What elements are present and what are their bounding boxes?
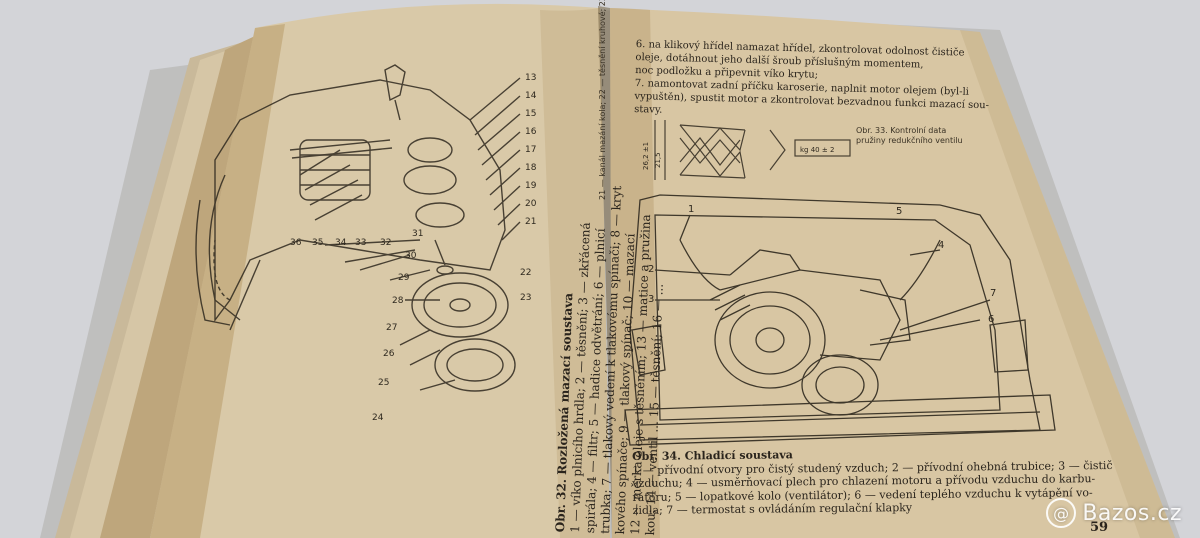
svg-text:33: 33: [355, 238, 366, 248]
svg-text:29: 29: [398, 273, 410, 283]
svg-text:27: 27: [386, 323, 397, 333]
svg-text:16: 16: [525, 127, 537, 137]
right-top-text: 6. na klikový hřídel namazat hřídel, zko…: [634, 38, 991, 125]
watermark-text: Bazos.cz: [1082, 500, 1182, 526]
fig-label-3: 3: [648, 294, 654, 305]
svg-text:32: 32: [380, 238, 391, 248]
svg-text:17: 17: [525, 145, 536, 155]
fig-label-6: 6: [988, 314, 994, 325]
svg-text:30: 30: [405, 251, 417, 261]
svg-text:26: 26: [383, 349, 395, 359]
svg-text:34: 34: [335, 238, 347, 248]
watermark: @ Bazos.cz: [1046, 498, 1182, 528]
fig-label-1: 1: [688, 204, 694, 215]
svg-text:14: 14: [525, 91, 537, 101]
oil-system-exploded-drawing: [195, 64, 521, 392]
svg-text:24: 24: [372, 413, 384, 423]
svg-text:22: 22: [520, 268, 531, 278]
right-caption-block: Obr. 34. Chladicí soustava 1 — přívodní …: [632, 445, 1113, 518]
spring-dim-b: 21,5: [654, 152, 662, 168]
fig-label-7: 7: [990, 288, 996, 299]
spring-caption: Obr. 33. Kontrolní data pružiny redukční…: [856, 126, 963, 146]
spring-caption-line: Obr. 33. Kontrolní data: [856, 126, 947, 135]
svg-text:25: 25: [378, 378, 389, 388]
fig-label-5: 5: [896, 206, 902, 217]
svg-text:23: 23: [520, 293, 531, 303]
svg-text:18: 18: [525, 163, 537, 173]
svg-text:15: 15: [525, 109, 536, 119]
fig-label-4: 4: [938, 240, 944, 251]
spring-caption-line: pružiny redukčního ventilu: [856, 136, 963, 145]
svg-text:21: 21: [525, 217, 536, 227]
svg-text:28: 28: [392, 296, 404, 306]
spring-dim-a: 26,2 ±1: [642, 142, 650, 170]
spring-diagram: [654, 120, 851, 180]
svg-text:19: 19: [525, 181, 537, 191]
svg-text:31: 31: [412, 229, 423, 239]
svg-text:36: 36: [290, 238, 302, 248]
spring-dim-c: kg 40 ± 2: [800, 146, 834, 154]
svg-text:13: 13: [525, 73, 536, 83]
cooling-system-drawing: [624, 194, 1056, 446]
svg-text:20: 20: [525, 199, 537, 209]
left-callout-numbers: 13 14 15 16 17 18 19 20 21 22 23 24 25 2…: [290, 73, 537, 423]
page-number: 59: [1090, 520, 1109, 535]
left-margin-text: 21 — kanál mazání kola; 22 — těsnění kru…: [598, 0, 607, 200]
fig-label-2: 2: [648, 264, 654, 275]
svg-text:35: 35: [312, 238, 323, 248]
at-sign-icon: @: [1046, 498, 1077, 528]
